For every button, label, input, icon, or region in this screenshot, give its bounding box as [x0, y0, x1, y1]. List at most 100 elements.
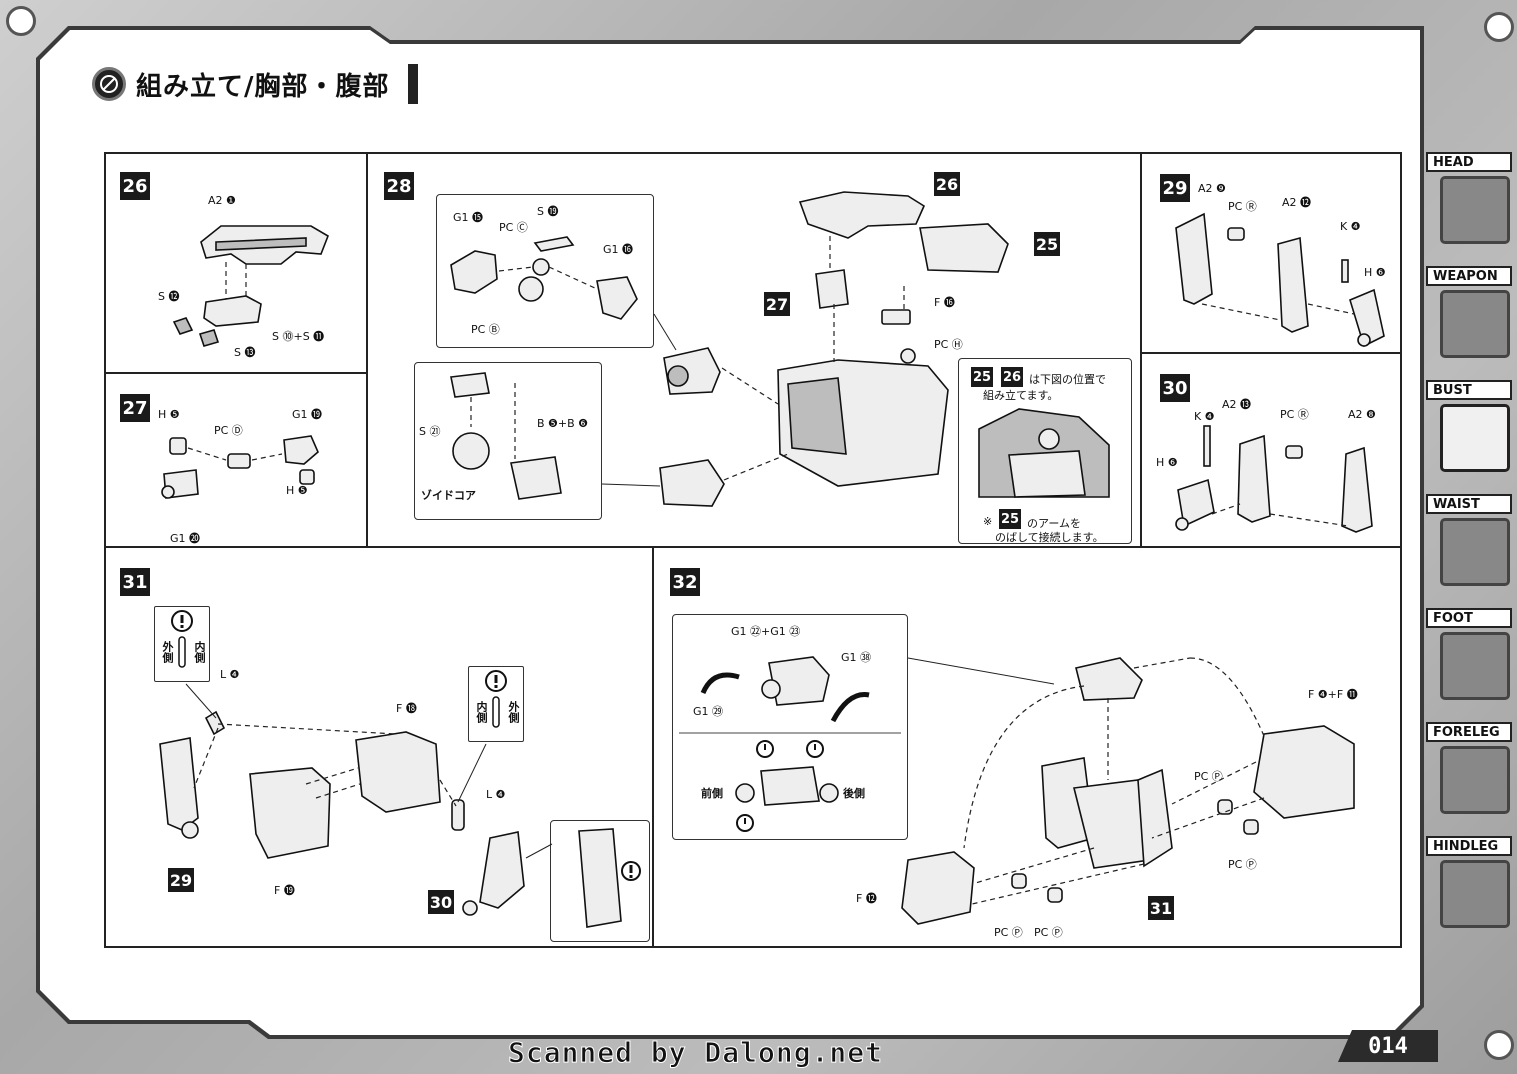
part-label: H ❻ — [1156, 456, 1178, 469]
waist-thumbnail-icon — [1440, 518, 1510, 586]
foot-thumbnail-icon — [1440, 632, 1510, 700]
weapon-thumbnail-icon — [1440, 290, 1510, 358]
section-index-sidebar: HEAD WEAPON BUST WAIST FOOT FORELEG HIND… — [1420, 130, 1517, 960]
corner-bolt-icon — [1484, 12, 1514, 42]
caution-callout-1: 外側 内側 — [154, 606, 210, 682]
part-label: S ⓭ — [234, 346, 256, 359]
part-label: PC Ⓑ — [471, 323, 500, 336]
callout-text: 外側 — [507, 701, 520, 723]
step-31-panel: 31 外側 内側 内側 外側 — [104, 546, 654, 948]
part-label: S ㉑ — [419, 425, 441, 438]
part-label: H ❺ — [286, 484, 308, 497]
part-label: PC Ⓓ — [214, 424, 243, 437]
part-label: PC Ⓡ — [1228, 200, 1257, 213]
gear-icon — [92, 67, 126, 101]
corner-bolt-icon — [6, 6, 36, 36]
tab-hindleg[interactable]: HINDLEG — [1426, 836, 1514, 938]
part-label: PC Ⓟ — [1194, 770, 1223, 783]
back-side-label: 後側 — [843, 787, 865, 800]
part-label: PC Ⓒ — [499, 221, 528, 234]
part-label: PC Ⓡ — [1280, 408, 1309, 421]
scanner-credit: Scanned by Dalong.net — [507, 1036, 884, 1070]
part-label: G1 ⓳ — [292, 408, 323, 421]
step-26-panel: 26 A2 ❶ S ⓬ S ⓾+S ⓫ S ⓭ — [104, 152, 368, 374]
part-label: A2 ⓬ — [1282, 196, 1312, 209]
part-label: PC Ⓟ — [1034, 926, 1063, 939]
tab-bust[interactable]: BUST — [1426, 380, 1514, 482]
part-label: A2 ❽ — [1348, 408, 1376, 421]
callout-text: 内側 — [475, 701, 488, 723]
tab-foot[interactable]: FOOT — [1426, 608, 1514, 710]
step-number: 26 — [120, 172, 150, 200]
note-text: 組み立てます。 — [983, 389, 1059, 402]
foreleg-thumbnail-icon — [1440, 746, 1510, 814]
tab-weapon[interactable]: WEAPON — [1426, 266, 1514, 368]
part-label: A2 ⓭ — [1222, 398, 1252, 411]
tab-foreleg[interactable]: FORELEG — [1426, 722, 1514, 824]
step-number: 28 — [384, 172, 414, 200]
step-26-illustration — [172, 225, 329, 347]
callout-text: 外側 — [161, 641, 174, 663]
part-label: F ⓰ — [934, 296, 955, 309]
step-ref: 25 — [999, 509, 1021, 529]
step-29-panel: 29 A2 ❾ PC Ⓡ A2 ⓬ K ❹ H ❻ — [1140, 152, 1402, 354]
part-label: H ❺ — [158, 408, 180, 421]
tab-label: HEAD — [1426, 152, 1512, 172]
exclamation-circle-icon — [485, 670, 507, 728]
step-28-subassembly-2: S ㉑ B ❺+B ❻ ゾイドコア — [414, 362, 602, 520]
part-label: L ❹ — [220, 668, 240, 681]
step-number: 27 — [120, 394, 150, 422]
step-ref: 30 — [428, 890, 454, 914]
step-number: 32 — [670, 568, 700, 596]
tab-label: HINDLEG — [1426, 836, 1512, 856]
step-32-subassembly: G1 ㉒+G1 ㉓ G1 ㊳ G1 ㉙ 前側 後側 — [672, 614, 908, 840]
tab-label: FOOT — [1426, 608, 1512, 628]
section-title: 組み立て/胸部・腹部 — [92, 64, 418, 104]
part-label: G1 ⓯ — [453, 211, 484, 224]
corner-bolt-icon — [1484, 1030, 1514, 1060]
step-28-main-illustration — [601, 191, 1009, 507]
tab-label: BUST — [1426, 380, 1512, 400]
step-29-illustration — [1175, 212, 1385, 348]
title-tab-decoration — [407, 64, 418, 104]
part-label: F ⓲ — [396, 702, 417, 715]
note-mark: ※ — [983, 515, 993, 528]
callout-text: 内側 — [193, 641, 206, 663]
step-ref: 29 — [168, 868, 194, 892]
tab-label: FORELEG — [1426, 722, 1512, 742]
step-32-illustration — [901, 657, 1355, 925]
step-28-position-note: 25 26 は下図の位置で 組み立てます。 ※ 25 のアームを のばして接続し… — [958, 358, 1132, 544]
part-label: A2 ❶ — [208, 194, 236, 207]
tab-label: WEAPON — [1426, 266, 1512, 286]
part-label: PC Ⓟ — [1228, 858, 1257, 871]
part-label: H ❻ — [1364, 266, 1386, 279]
page-number: 014 — [1338, 1030, 1438, 1062]
step-number: 30 — [1160, 374, 1190, 402]
part-label: S ⓳ — [537, 205, 559, 218]
step-31-detail — [550, 820, 650, 942]
step-ref: 25 — [971, 367, 993, 387]
page-title: 組み立て/胸部・腹部 — [136, 71, 390, 102]
exclamation-circle-icon — [171, 610, 193, 668]
bust-thumbnail-icon — [1440, 404, 1510, 472]
note-text: のアームを — [1027, 517, 1082, 530]
part-label: PC Ⓟ — [994, 926, 1023, 939]
part-label: L ❹ — [486, 788, 506, 801]
part-label: F ❹+F ⓫ — [1308, 688, 1358, 701]
part-label: G1 ⓰ — [603, 243, 634, 256]
step-32-panel: 32 G1 ㉒+G1 ㉓ G1 ㊳ G1 ㉙ 前側 後側 — [652, 546, 1402, 948]
part-label: G1 ㊳ — [841, 651, 872, 664]
hindleg-thumbnail-icon — [1440, 860, 1510, 928]
step-ref: 26 — [1001, 367, 1023, 387]
tab-label: WAIST — [1426, 494, 1512, 514]
tab-head[interactable]: HEAD — [1426, 152, 1514, 254]
tab-waist[interactable]: WAIST — [1426, 494, 1514, 596]
part-label: PC Ⓗ — [934, 338, 963, 351]
part-label: G1 ⓴ — [170, 532, 201, 545]
part-label: G1 ㉒+G1 ㉓ — [731, 625, 801, 638]
step-28-panel: 28 G1 ⓯ S ⓳ PC Ⓒ G1 ⓰ PC Ⓑ S ㉑ B ❺+B ❻ ゾ… — [366, 152, 1142, 548]
step-27-illustration — [161, 435, 319, 499]
step-ref: 25 — [1034, 232, 1060, 256]
caution-callout-2: 内側 外側 — [468, 666, 524, 742]
part-label: A2 ❾ — [1198, 182, 1226, 195]
